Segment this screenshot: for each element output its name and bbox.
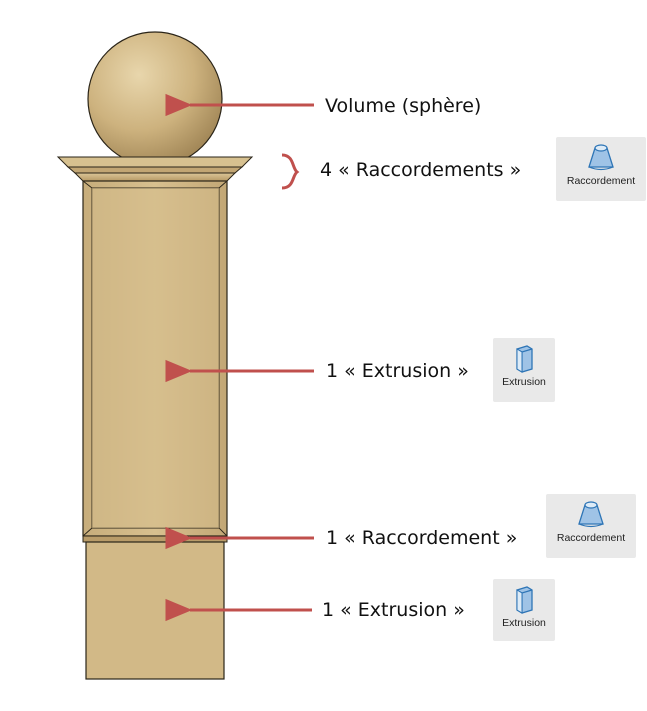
label-shaft-extrusion: 1 « Extrusion » <box>326 360 469 382</box>
extrusion-tool-button-shaft[interactable]: Extrusion <box>493 338 555 402</box>
extrusion-tool-icon <box>516 345 533 373</box>
extrusion-tool-icon <box>516 586 533 614</box>
label-mid-blend: 1 « Raccordement » <box>326 527 518 549</box>
cap-plate-lower <box>66 166 244 174</box>
blend-tool-button-mid[interactable]: Raccordement <box>546 494 636 558</box>
blend-tool-label: Raccordement <box>556 532 626 544</box>
blend-tool-button-top[interactable]: Raccordement <box>556 137 646 201</box>
label-sphere-volume: Volume (sphère) <box>325 95 482 117</box>
blend-tool-icon <box>588 144 614 171</box>
extrusion-tool-button-base[interactable]: Extrusion <box>493 579 555 641</box>
blend-tool-icon <box>578 501 604 528</box>
extrusion-tool-label: Extrusion <box>502 376 546 388</box>
label-base-extrusion: 1 « Extrusion » <box>322 599 465 621</box>
brace-top-blends <box>281 153 300 190</box>
cap-moulding <box>73 172 237 182</box>
shaft-face <box>92 188 219 528</box>
extrusion-tool-label: Extrusion <box>502 617 546 629</box>
blend-tool-label: Raccordement <box>566 175 636 187</box>
sphere-volume <box>87 31 223 167</box>
label-top-blends: 4 « Raccordements » <box>320 159 522 181</box>
cap-plate-top <box>56 156 254 168</box>
